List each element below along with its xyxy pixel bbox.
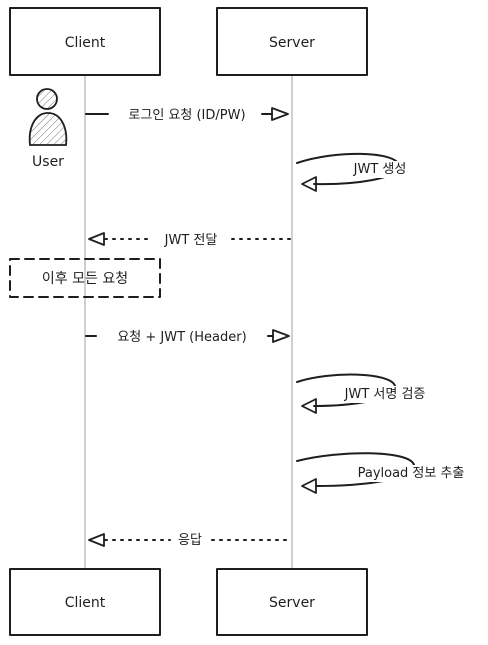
jwt-create-label: JWT 생성 (353, 162, 407, 177)
message-response: 응답 (88, 532, 291, 549)
note-after-all-requests: 이후 모든 요청 (9, 258, 161, 298)
jwt-verify-label: JWT 서명 검증 (344, 387, 426, 402)
user-actor: User (28, 88, 68, 170)
self-call-jwt-verify: JWT 서명 검증 (296, 373, 429, 414)
message-login-request: 로그인 요청 (ID/PW) (85, 107, 289, 124)
server-participant-bottom: Server (216, 568, 368, 636)
label-knockout (349, 161, 410, 178)
message-request-jwt-header: 요청 + JWT (Header) (85, 329, 290, 346)
request-jwt-label: 요청 + JWT (Header) (117, 330, 246, 345)
actor-head (36, 88, 58, 110)
label-knockout (175, 532, 205, 549)
response-label: 응답 (178, 533, 202, 548)
label-knockout (354, 465, 468, 482)
client-participant-top: Client (9, 7, 161, 76)
after-all-label: 이후 모든 요청 (42, 271, 128, 287)
client-participant-bottom: Client (9, 568, 161, 636)
label-knockout (125, 107, 249, 124)
message-jwt-deliver: JWT 전달 (88, 232, 291, 249)
server-bottom-label: Server (269, 595, 315, 611)
payload-extract-label: Payload 정보 추출 (358, 466, 465, 481)
label-knockout (160, 232, 221, 249)
actor-body (28, 112, 68, 146)
self-call-jwt-create: JWT 생성 (296, 152, 410, 192)
actor-label: User (32, 154, 64, 170)
self-call-payload-extract: Payload 정보 추출 (296, 452, 468, 494)
client-top-label: Client (65, 35, 106, 51)
jwt-deliver-label: JWT 전달 (164, 233, 218, 248)
server-participant-top: Server (216, 7, 368, 76)
label-knockout (114, 329, 250, 346)
client-bottom-label: Client (65, 595, 106, 611)
login-request-label: 로그인 요청 (ID/PW) (128, 108, 245, 123)
label-knockout (340, 386, 429, 403)
server-top-label: Server (269, 35, 315, 51)
